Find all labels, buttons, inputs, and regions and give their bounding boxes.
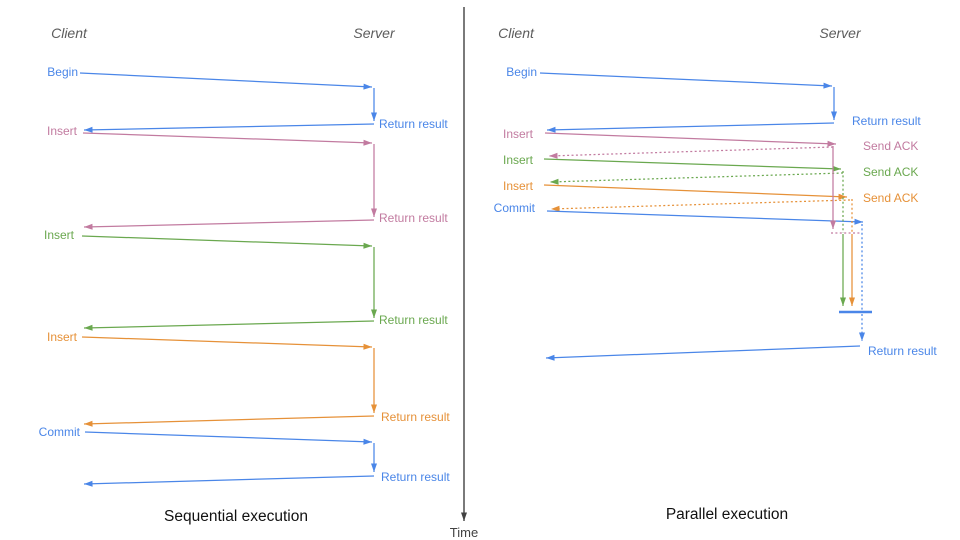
sequential-insert-2-response bbox=[83, 320, 375, 329]
sequential-begin-response-arrowhead bbox=[84, 126, 93, 133]
parallel-insert-1-request-arrowhead bbox=[827, 140, 836, 147]
sequential-insert-1-response bbox=[83, 219, 375, 228]
parallel-insert-3-processing-arrowhead bbox=[849, 297, 855, 306]
sequential-server-header: Server bbox=[353, 25, 396, 41]
sequential-client-header: Client bbox=[51, 25, 88, 41]
parallel-insert-2-request bbox=[543, 158, 842, 170]
sequential-commit-response bbox=[83, 475, 375, 485]
sequential-insert-3-response-arrowhead bbox=[84, 420, 93, 427]
sequential-insert-2-request bbox=[81, 235, 373, 247]
parallel-diagram-title: Parallel execution bbox=[666, 506, 788, 523]
sequential-insert-3-label: Insert bbox=[47, 330, 78, 344]
parallel-insert-3-label: Insert bbox=[503, 179, 534, 193]
parallel-server-header: Server bbox=[819, 25, 862, 41]
sequential-insert-2-response-arrowhead bbox=[84, 324, 93, 331]
sequential-commit-request-arrowhead bbox=[363, 438, 372, 445]
sequential-commit-request bbox=[84, 431, 373, 443]
parallel-insert-3-ack-arrowhead bbox=[551, 205, 560, 212]
parallel-return-result-1-label: Return result bbox=[852, 114, 921, 128]
sequential-insert-3-processing-arrowhead bbox=[371, 404, 377, 413]
time-axis-label: Time bbox=[450, 525, 478, 540]
parallel-insert-2-label: Insert bbox=[503, 153, 534, 167]
parallel-insert-1-ack-arrowhead bbox=[549, 152, 558, 159]
sequential-insert-2-request-arrowhead bbox=[363, 242, 372, 249]
time-axis-arrowhead bbox=[461, 512, 467, 521]
sequential-begin-request-arrowhead bbox=[363, 83, 372, 90]
sequential-insert-2-label: Insert bbox=[44, 228, 75, 242]
sequential-insert-1-processing-arrowhead bbox=[371, 208, 377, 217]
sequential-commit-response-arrowhead bbox=[84, 480, 93, 487]
parallel-commit-finish-arrowhead bbox=[859, 332, 865, 341]
sequential-return-result-2-label: Return result bbox=[379, 211, 448, 225]
parallel-insert-3-ack bbox=[550, 199, 851, 210]
parallel-commit-request bbox=[546, 210, 864, 223]
sequential-insert-2-processing-arrowhead bbox=[371, 309, 377, 318]
parallel-send-ack-2-label: Send ACK bbox=[863, 165, 918, 179]
sequential-insert-1-response-arrowhead bbox=[84, 223, 93, 230]
sequential-insert-3-request bbox=[81, 336, 373, 348]
parallel-insert-1-label: Insert bbox=[503, 127, 534, 141]
parallel-begin-request bbox=[539, 72, 833, 87]
parallel-insert-3-request bbox=[543, 184, 848, 198]
sequential-return-result-1-label: Return result bbox=[379, 117, 448, 131]
sequential-commit-label: Commit bbox=[39, 425, 81, 439]
sequential-insert-1-label: Insert bbox=[47, 124, 78, 138]
parallel-send-ack-3-label: Send ACK bbox=[863, 191, 918, 205]
parallel-commit-response bbox=[545, 345, 861, 359]
sequential-insert-3-response bbox=[83, 415, 375, 425]
parallel-insert-1-request bbox=[544, 132, 837, 145]
sequential-begin-request bbox=[79, 72, 373, 88]
parallel-commit-request-arrowhead bbox=[854, 218, 863, 225]
parallel-begin-processing-arrowhead bbox=[831, 111, 837, 120]
sequential-insert-3-request-arrowhead bbox=[363, 343, 372, 350]
parallel-insert-2-ack bbox=[549, 172, 844, 183]
parallel-client-header: Client bbox=[498, 25, 535, 41]
parallel-send-ack-1-label: Send ACK bbox=[863, 139, 918, 153]
parallel-commit-label: Commit bbox=[494, 201, 536, 215]
parallel-return-result-2-label: Return result bbox=[868, 344, 937, 358]
parallel-insert-2-processing-arrowhead bbox=[840, 297, 846, 306]
parallel-begin-label: Begin bbox=[506, 65, 537, 79]
sequential-diagram-title: Sequential execution bbox=[164, 508, 308, 525]
sequential-insert-1-request-arrowhead bbox=[363, 139, 372, 146]
parallel-insert-3-request-arrowhead bbox=[838, 193, 847, 200]
sequential-return-result-4-label: Return result bbox=[381, 410, 450, 424]
sequential-begin-label: Begin bbox=[47, 65, 78, 79]
parallel-insert-1-processing-arrowhead bbox=[830, 220, 836, 229]
sequential-insert-1-request bbox=[82, 132, 373, 144]
parallel-begin-response-arrowhead bbox=[547, 126, 556, 133]
parallel-insert-2-ack-arrowhead bbox=[550, 178, 559, 185]
sequential-begin-processing-arrowhead bbox=[371, 112, 377, 121]
sequential-return-result-5-label: Return result bbox=[381, 470, 450, 484]
parallel-begin-request-arrowhead bbox=[823, 82, 832, 89]
sequential-commit-processing-arrowhead bbox=[371, 463, 377, 472]
sequential-begin-response bbox=[83, 123, 375, 131]
parallel-commit-response-arrowhead bbox=[546, 354, 555, 361]
parallel-insert-1-ack bbox=[548, 146, 834, 157]
parallel-insert-2-request-arrowhead bbox=[832, 165, 841, 172]
parallel-begin-response bbox=[546, 122, 835, 131]
sequential-return-result-3-label: Return result bbox=[379, 313, 448, 327]
